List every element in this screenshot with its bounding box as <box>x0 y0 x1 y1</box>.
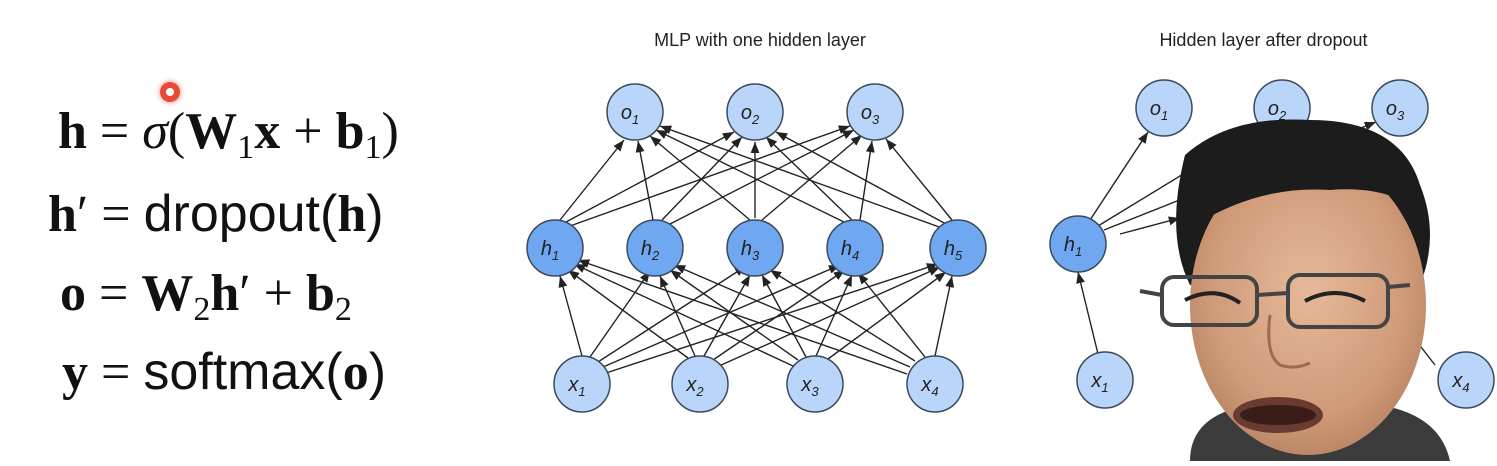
mlp-node-labels: o1 o2 o3 h1 h2 h3 h4 h5 x1 x2 x3 x4 <box>541 102 963 399</box>
node-x1 <box>1076 351 1134 409</box>
node-o1 <box>606 83 664 141</box>
node-h1 <box>526 219 584 277</box>
node-o3 <box>846 83 904 141</box>
mlp-hidden-layer <box>526 219 987 277</box>
mlp-network-svg: o1 o2 o3 h1 h2 h3 h4 h5 x1 x2 x3 x4 <box>526 83 987 413</box>
equation-softmax: y = softmax(o) <box>62 343 387 401</box>
pointer-dot-icon <box>160 82 180 102</box>
equation-dropout: h′ = dropout(h) <box>48 185 384 243</box>
node-x4 <box>906 355 964 413</box>
dropout-network-svg: o1 o2 o3 h1 x1 x4 <box>1049 79 1495 409</box>
node-h2 <box>626 219 684 277</box>
node-h3 <box>726 219 784 277</box>
node-x1 <box>553 355 611 413</box>
node-h1 <box>1049 215 1107 273</box>
dropout-output-layer <box>1135 79 1429 137</box>
mlp-diagram: MLP with one hidden layer <box>510 0 1010 461</box>
dropout-diagram: Hidden layer after dropout <box>1030 0 1497 461</box>
mlp-edges <box>558 125 955 375</box>
node-o1 <box>1135 79 1193 137</box>
mlp-output-layer <box>606 83 904 141</box>
mlp-diagram-title: MLP with one hidden layer <box>654 30 866 50</box>
presenter-webcam-overlay <box>1130 115 1497 461</box>
dropout-diagram-title: Hidden layer after dropout <box>1159 30 1368 50</box>
equations-panel: h = σ(W1x + b1) h′ = dropout(h) o = W2h′… <box>0 0 480 461</box>
presenter-face-icon <box>1139 119 1450 461</box>
node-x3 <box>786 355 844 413</box>
node-x2 <box>671 355 729 413</box>
node-x4 <box>1437 351 1495 409</box>
node-o3 <box>1371 79 1429 137</box>
equation-hidden: h = σ(W1x + b1) <box>58 103 399 166</box>
node-h5 <box>929 219 987 277</box>
node-o2 <box>726 83 784 141</box>
equation-output: o = W2h′ + b2 <box>60 265 352 328</box>
node-h4 <box>826 219 884 277</box>
mlp-input-layer <box>553 355 964 413</box>
dropout-input-layer <box>1076 351 1495 409</box>
